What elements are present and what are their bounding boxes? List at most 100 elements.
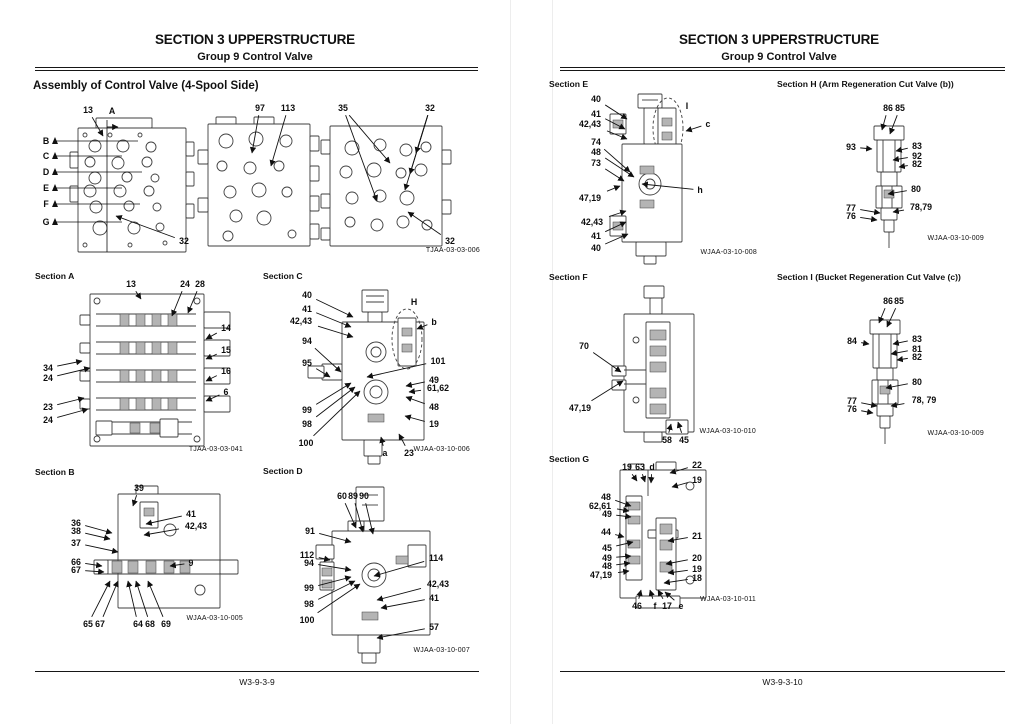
callout-label: 80 xyxy=(911,184,921,194)
right-group-heading: Group 9 Control Valve xyxy=(721,51,837,63)
left-page-number: W3-9-3-9 xyxy=(239,677,275,687)
callout-label: 19 xyxy=(429,419,439,429)
callout-label: 41 xyxy=(302,304,312,314)
callout-label: 48 xyxy=(429,402,439,412)
callout-label: 41 xyxy=(186,509,196,519)
callout-label: 113 xyxy=(281,103,295,113)
callout-label: 82 xyxy=(912,159,922,169)
callout-label: c xyxy=(706,119,711,129)
callout-label: 91 xyxy=(305,526,315,536)
callout-label: 68 xyxy=(145,619,155,629)
section-a-label: Section A xyxy=(35,271,75,281)
callout-label: 42,43 xyxy=(427,579,449,589)
callout-label: 83 xyxy=(912,334,922,344)
callout-label: 42,43 xyxy=(185,521,207,531)
callout-label: 14 xyxy=(221,323,231,333)
callout-label: 66 xyxy=(71,557,81,567)
section-d-label: Section D xyxy=(263,466,303,476)
callout-label: 61,62 xyxy=(427,383,449,393)
callout-label: 17 xyxy=(662,601,672,611)
callout-label: 82 xyxy=(912,352,922,362)
callout-label: e xyxy=(679,601,684,611)
callout-label: 80 xyxy=(912,377,922,387)
callout-label: 95 xyxy=(302,358,312,368)
left-page-header: SECTION 3 UPPERSTRUCTURE Group 9 Control… xyxy=(8,32,502,71)
callout-label: 76 xyxy=(846,211,856,221)
callout-label: H xyxy=(411,297,417,307)
callout-label: 100 xyxy=(299,438,314,448)
figure-code-section-g: WJAA-03-10-011 xyxy=(700,596,756,603)
callout-label: 45 xyxy=(679,435,689,445)
right-page-number: W3-9-3-10 xyxy=(762,677,803,687)
callout-label: 41 xyxy=(591,231,601,241)
callout-label: 48 xyxy=(602,561,612,571)
callout-label: 64 xyxy=(133,619,143,629)
callout-label: 32 xyxy=(179,236,189,246)
callout-label: 47,19 xyxy=(569,403,591,413)
left-header-rule xyxy=(35,67,478,71)
callout-label: 101 xyxy=(431,356,446,366)
callout-label: 69 xyxy=(161,619,171,629)
page-edge-right xyxy=(552,0,553,724)
callout-label: 40 xyxy=(591,94,601,104)
callout-label: 74 xyxy=(591,137,601,147)
callout-label: 98 xyxy=(304,599,314,609)
callout-label: 40 xyxy=(302,290,312,300)
callout-label: 100 xyxy=(300,615,315,625)
section-c-label: Section C xyxy=(263,271,303,281)
callout-label: 20 xyxy=(692,553,702,563)
callout-label: b xyxy=(431,317,437,327)
right-section-heading: SECTION 3 UPPERSTRUCTURE xyxy=(679,32,879,47)
callout-label: 45 xyxy=(602,543,612,553)
callout-label: 77 xyxy=(847,396,857,406)
callout-label: 90 xyxy=(359,491,369,501)
callout-label: 85 xyxy=(895,103,905,113)
callout-label: h xyxy=(697,185,702,195)
callout-label: 34 xyxy=(43,363,53,373)
callout-label: 98 xyxy=(302,419,312,429)
callout-label: 37 xyxy=(71,538,81,548)
callout-label: 99 xyxy=(302,405,312,415)
callout-label: 94 xyxy=(302,336,312,346)
callout-label: 42,43 xyxy=(290,316,312,326)
callout-label: 39 xyxy=(134,483,144,493)
assembly-title: Assembly of Control Valve (4-Spool Side) xyxy=(33,80,259,92)
callout-label: 36 xyxy=(71,518,81,528)
section-i-label: Section I (Bucket Regeneration Cut Valve… xyxy=(777,272,961,282)
callout-label: 63 xyxy=(635,462,645,472)
callout-label: 19 xyxy=(692,564,702,574)
callout-label: 49 xyxy=(429,375,439,385)
callout-label: 83 xyxy=(912,141,922,151)
callout-label: 99 xyxy=(304,583,314,593)
figure-code-section-i: WJAA-03-10-009 xyxy=(927,430,984,437)
callout-label: 19 xyxy=(692,475,702,485)
callout-label: 23 xyxy=(43,402,53,412)
section-h-label: Section H (Arm Regeneration Cut Valve (b… xyxy=(777,79,954,89)
callout-label: 65 xyxy=(83,619,93,629)
callout-label: 41 xyxy=(591,109,601,119)
callout-label: 60 xyxy=(337,491,347,501)
callout-label: 44 xyxy=(601,527,611,537)
callout-label: 84 xyxy=(847,336,857,346)
figure-code-section-e: WJAA-03-10-008 xyxy=(700,249,757,256)
callout-label: 13 xyxy=(83,105,93,115)
callout-label: 9 xyxy=(189,558,194,568)
callout-label: 86 xyxy=(883,103,893,113)
figure-code-section-f: WJAA-03-10-010 xyxy=(699,428,756,435)
callout-label: 18 xyxy=(692,573,702,583)
callout-label: 15 xyxy=(221,345,231,355)
callout-label: 28 xyxy=(195,279,205,289)
callout-label: 47,19 xyxy=(579,193,601,203)
callout-label: I xyxy=(686,101,688,111)
right-page-header: SECTION 3 UPPERSTRUCTURE Group 9 Control… xyxy=(553,32,1005,71)
callout-label: 49 xyxy=(602,509,612,519)
callout-label: 24 xyxy=(43,373,53,383)
